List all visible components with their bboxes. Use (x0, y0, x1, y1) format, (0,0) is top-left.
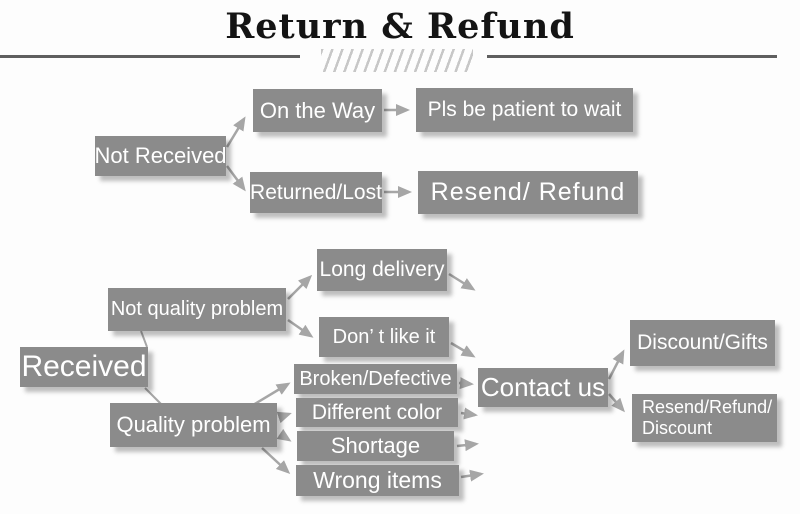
node-resend-refund: Resend/ Refund (418, 171, 638, 214)
node-shortage: Shortage (297, 431, 454, 461)
node-resend-refund-discount: Resend/Refund/ Discount (632, 394, 777, 442)
page-title: Return & Refund (225, 6, 575, 47)
node-received: Received (20, 347, 148, 387)
title-rule-right (487, 55, 777, 58)
title-rule-left (0, 55, 300, 58)
node-long-delivery: Long delivery (317, 249, 447, 291)
node-on-the-way: On the Way (253, 89, 382, 132)
node-not-received: Not Received (94, 136, 227, 176)
node-quality-problem: Quality problem (110, 403, 277, 447)
node-different-color: Different color (296, 398, 458, 427)
node-broken-defective: Broken/Defective (294, 364, 457, 394)
node-wrong-items: Wrong items (296, 465, 459, 496)
node-discount-gifts: Discount/Gifts (630, 320, 775, 366)
title-hatch-decoration (321, 49, 473, 72)
node-contact-us: Contact us (478, 368, 608, 407)
node-pls-be-patient: Pls be patient to wait (416, 88, 633, 132)
node-not-quality-problem: Not quality problem (108, 288, 286, 331)
node-dont-like-it: Don’ t like it (319, 317, 449, 357)
node-returned-lost: Returned/Lost (250, 172, 382, 213)
